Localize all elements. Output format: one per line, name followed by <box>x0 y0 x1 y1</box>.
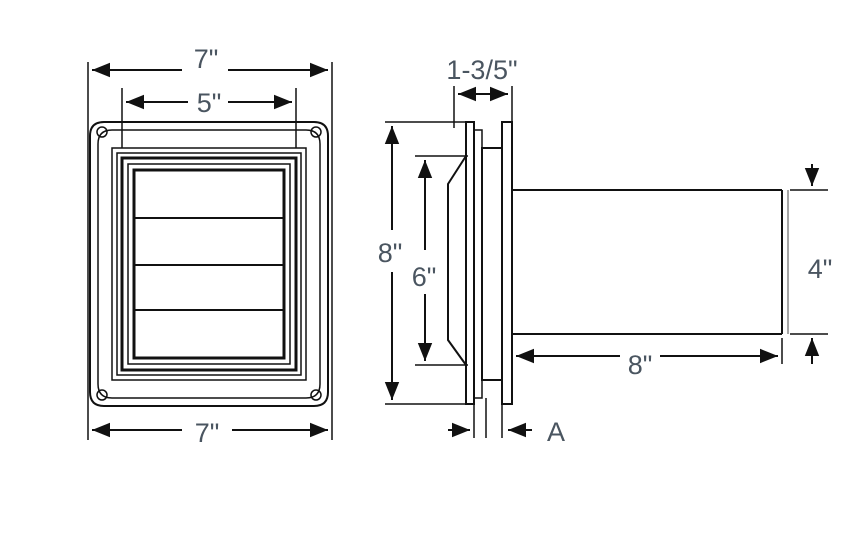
front-outer-frame <box>89 121 329 407</box>
mounting-plate <box>481 147 503 381</box>
pipe-diameter-label: 4" <box>808 254 833 284</box>
side-view: 1-3/5" 8" 6" 4" <box>378 55 833 447</box>
bottom-width-label: 7" <box>195 418 220 448</box>
screw-hole-top-right <box>310 126 322 138</box>
hood-layer-3 <box>120 156 298 372</box>
louver-frame <box>127 163 291 365</box>
middle-flange-plate <box>473 129 483 399</box>
front-flange-plate <box>465 121 475 405</box>
screw-hole-top-left <box>96 126 108 138</box>
outer-height-label: 8" <box>378 238 403 268</box>
screw-hole-bottom-right <box>310 389 322 401</box>
inner-height-label: 6" <box>412 262 437 292</box>
screw-hole-bottom-left <box>96 389 108 401</box>
hood-layer-2 <box>116 152 302 376</box>
rear-flange-plate <box>501 121 513 405</box>
inner-width-label: 5" <box>197 88 222 118</box>
pipe-length-label: 8" <box>628 350 653 380</box>
gap-label: A <box>547 417 565 447</box>
front-view: 7" 5" 7" <box>87 44 333 448</box>
flange-depth-label: 1-3/5" <box>446 55 517 85</box>
hood-layer-1 <box>111 147 307 381</box>
top-width-label: 7" <box>194 44 219 74</box>
hood-profile <box>447 155 467 366</box>
